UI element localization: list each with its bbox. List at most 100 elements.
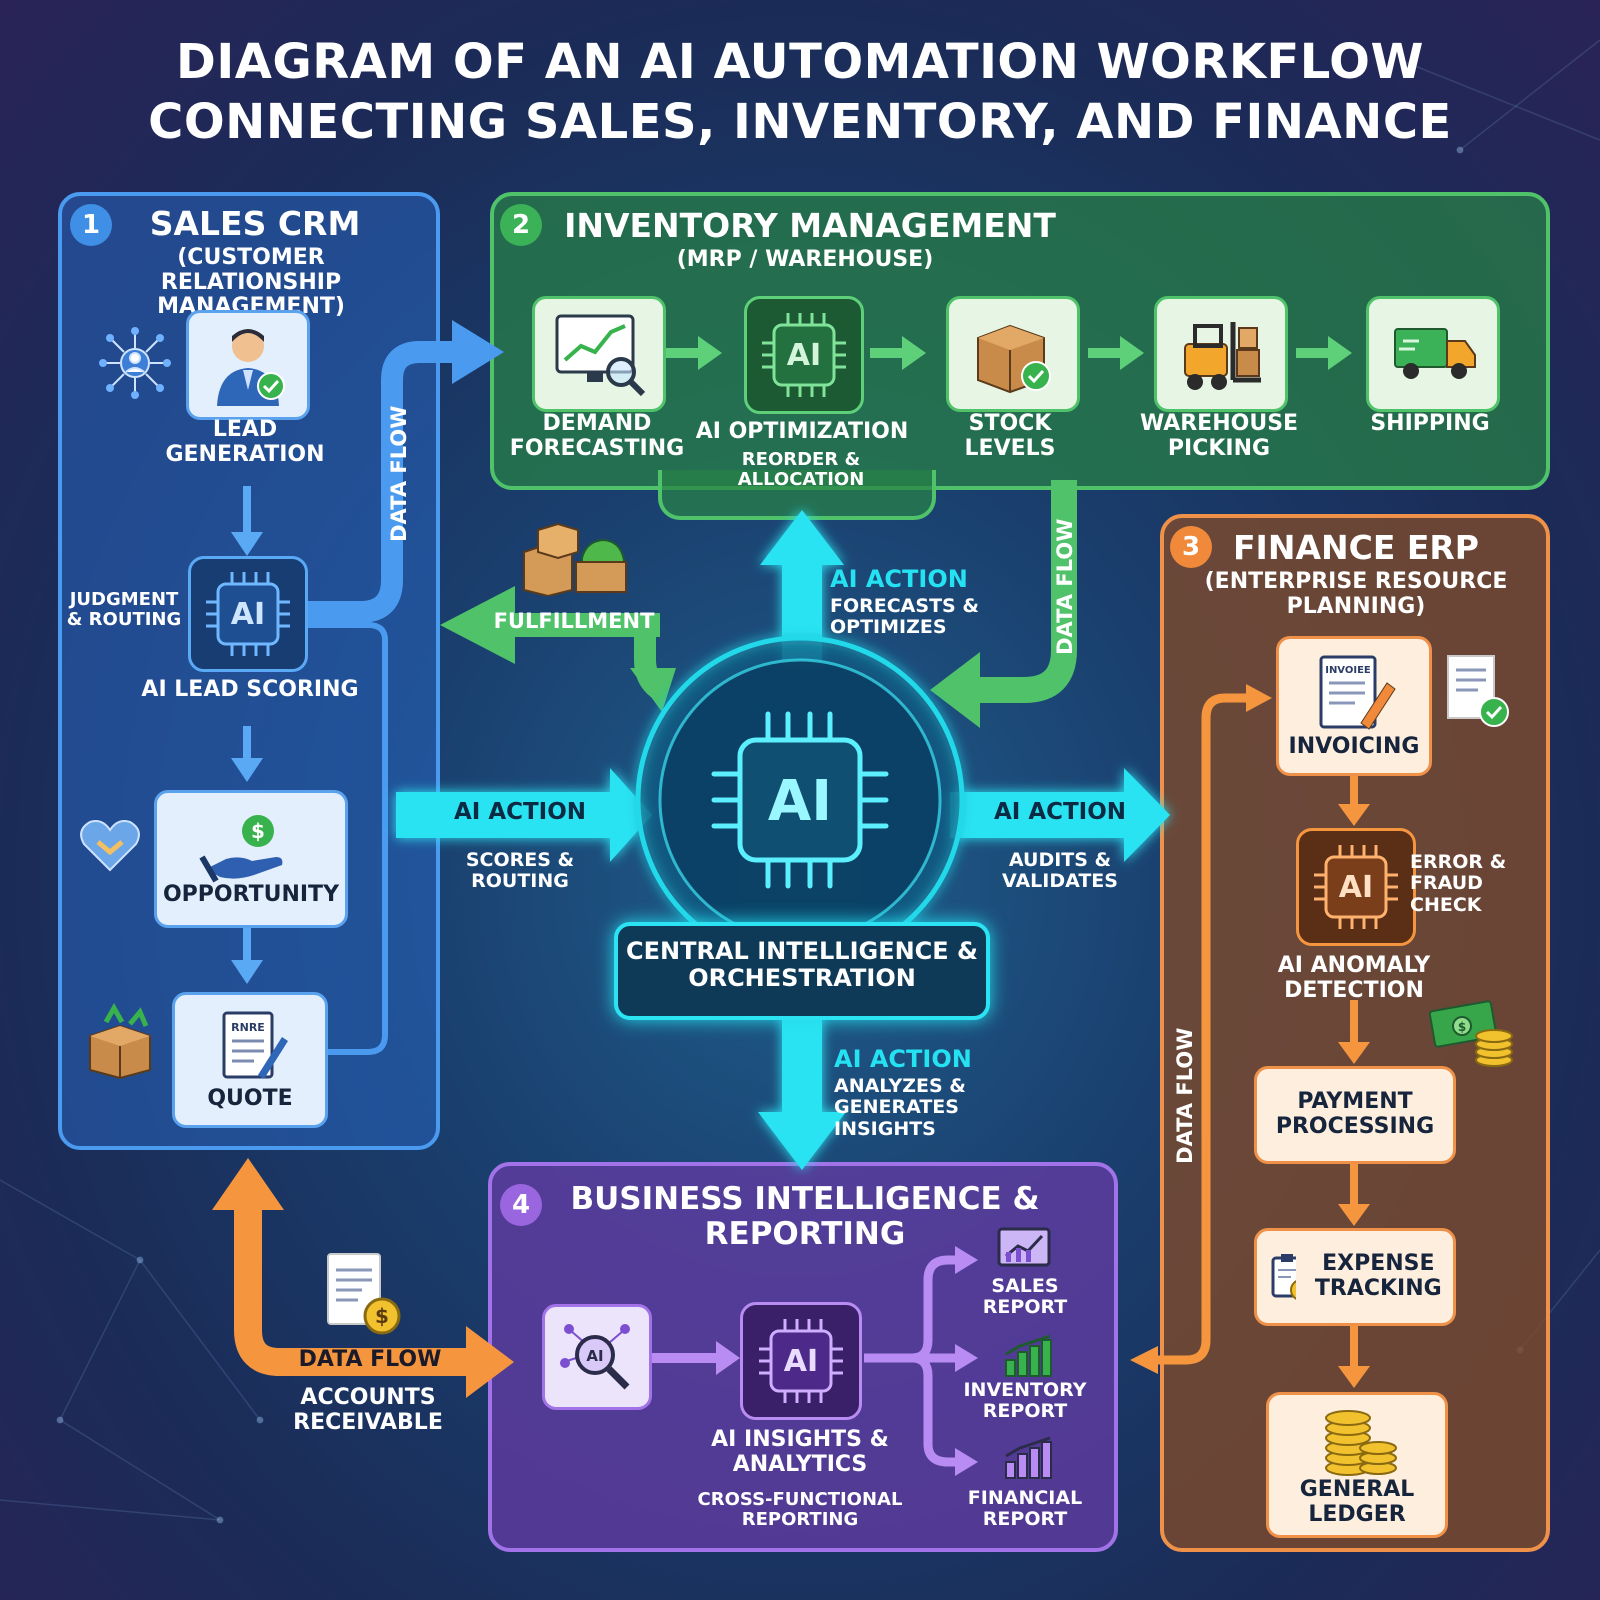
ar-data-flow-label: DATA FLOW: [298, 1347, 442, 1372]
inventory-title: INVENTORY MANAGEMENT: [564, 206, 1056, 245]
delivery-truck-icon: [1394, 328, 1476, 379]
inventory-data-flow-label: DATA FLOW: [1053, 518, 1078, 655]
lead-generation-card[interactable]: [186, 310, 310, 420]
accounts-receivable-label: ACCOUNTS RECEIVABLE: [293, 1385, 443, 1435]
finance-ai-chip: AI: [1296, 828, 1416, 946]
stock-levels-label: STOCK LEVELS: [964, 411, 1056, 461]
error-fraud-check-label: ERROR & FRAUD CHECK: [1410, 851, 1507, 916]
forecasts-optimizes-label: FORECASTS & OPTIMIZES: [830, 595, 979, 639]
diagram-title-line2: CONNECTING SALES, INVENTORY, AND FINANCE: [148, 94, 1452, 150]
box-recycle-icon: [89, 1002, 151, 1080]
opportunity-card[interactable]: $ OPPORTUNITY: [154, 790, 348, 928]
inventory-subtitle: (MRP / WAREHOUSE): [676, 247, 934, 272]
financial-report-icon: [1005, 1436, 1052, 1479]
inventory-step-number: 2: [500, 204, 542, 246]
diagram-title-line1: DIAGRAM OF AN AI AUTOMATION WORKFLOW: [176, 34, 1424, 90]
lead-generation-label: LEAD GENERATION: [165, 417, 325, 467]
ai-action-bottom-label: AI ACTION: [834, 1045, 972, 1073]
finance-title: FINANCE ERP: [1233, 528, 1479, 567]
payment-processing-card[interactable]: PAYMENT PROCESSING: [1254, 1066, 1456, 1164]
opportunity-label: OPPORTUNITY: [162, 881, 339, 907]
sales-title: SALES CRM: [149, 204, 361, 243]
general-ledger-card[interactable]: GENERAL LEDGER: [1266, 1392, 1448, 1538]
clipboard-dollar-icon: $: [1271, 1254, 1296, 1300]
inventory-report-label: INVENTORY REPORT: [963, 1379, 1087, 1423]
cash-coins-icon: $: [1428, 1000, 1513, 1067]
finance-step-number: 3: [1170, 526, 1212, 568]
bi-analysis-card[interactable]: AI: [542, 1304, 652, 1410]
demand-forecasting-card[interactable]: [532, 296, 666, 412]
ai-chip-icon: AI: [1314, 845, 1398, 929]
ai-anomaly-detection-label: AI ANOMALY DETECTION: [1277, 953, 1431, 1003]
stock-levels-card[interactable]: [946, 296, 1080, 412]
monitor-chart-icon: [555, 314, 646, 397]
ai-action-top-label: AI ACTION: [830, 565, 968, 593]
ai-action-arrows: [396, 510, 1170, 1170]
bi-ai-chip: AI: [740, 1302, 862, 1420]
expense-tracking-label: EXPENSE TRACKING: [1314, 1251, 1442, 1301]
fulfillment-label: FULFILLMENT: [493, 609, 655, 633]
inventory-step-arrows: [666, 336, 1352, 370]
warehouse-picking-card[interactable]: [1154, 296, 1288, 412]
bi-title: BUSINESS INTELLIGENCE & REPORTING: [570, 1181, 1040, 1252]
sales-step-arrows: [231, 486, 263, 984]
central-ai-chip-text: AI: [768, 769, 832, 834]
forklift-icon: [1184, 322, 1261, 390]
inventory-panel-tab: [658, 470, 936, 520]
ai-lead-scoring-label: AI LEAD SCORING: [141, 677, 359, 702]
inventory-data-flow-arrow: [975, 480, 1077, 703]
reorder-allocation-label: REORDER & ALLOCATION: [737, 449, 865, 491]
finance-data-flow-label: DATA FLOW: [1173, 1027, 1198, 1164]
finance-data-flow-arrow: [1155, 693, 1250, 1365]
sales-report-label: SALES REPORT: [982, 1275, 1068, 1319]
judgment-routing-label: JUDGMENT & ROUTING: [66, 589, 182, 631]
invoice-pen-icon: INVOIEE: [1319, 655, 1396, 730]
sales-data-flow-label: DATA FLOW: [387, 405, 412, 542]
person-check-icon: [217, 329, 285, 406]
ai-magnifier-icon: AI: [560, 1324, 630, 1390]
bi-step-number: 4: [500, 1184, 542, 1226]
sales-subtitle: (CUSTOMER RELATIONSHIP MANAGEMENT): [157, 245, 345, 320]
sales-step-number: 1: [70, 204, 112, 246]
sales-ai-chip-text: AI: [231, 597, 265, 632]
ai-action-left-label: AI ACTION: [453, 799, 587, 825]
warehouse-picking-label: WAREHOUSE PICKING: [1139, 411, 1299, 461]
finance-subtitle: (ENTERPRISE RESOURCE PLANNING): [1204, 569, 1508, 619]
quote-doc-text: RNRE: [231, 1021, 265, 1034]
general-ledger-label: GENERAL LEDGER: [1299, 1477, 1415, 1527]
box-check-icon: [977, 324, 1051, 394]
ai-optimization-label: AI OPTIMIZATION: [695, 419, 909, 444]
expense-tracking-card[interactable]: $ EXPENSE TRACKING: [1254, 1228, 1456, 1326]
finance-ai-chip-text: AI: [1339, 870, 1373, 905]
inventory-ai-chip: AI: [744, 296, 864, 414]
invoicing-label: INVOICING: [1288, 733, 1420, 759]
scores-routing-label: SCORES & ROUTING: [465, 849, 575, 893]
coin-stack-icon: [1325, 1410, 1397, 1477]
svg-text:$: $: [1458, 1020, 1466, 1034]
finance-step-arrows: [1338, 770, 1370, 1388]
central-intelligence-box: [614, 922, 990, 1020]
fulfillment-boxes-icon: [523, 522, 627, 596]
sales-report-icon: [997, 1227, 1051, 1267]
quote-card[interactable]: RNRE QUOTE: [172, 992, 328, 1128]
central-ai-chip-icon: AI: [711, 711, 889, 889]
shipping-label: SHIPPING: [1370, 411, 1490, 436]
ai-insights-label: AI INSIGHTS & ANALYTICS: [711, 1427, 889, 1477]
bi-ai-chip-text: AI: [784, 1344, 818, 1379]
inventory-ai-chip-text: AI: [787, 338, 821, 373]
money-hand-icon: $: [199, 814, 283, 883]
document-check-icon: [1447, 655, 1509, 727]
ai-chip-icon: AI: [206, 572, 290, 656]
svg-text:$: $: [251, 819, 265, 843]
bi-step-arrows: [652, 1246, 978, 1476]
invoicing-card[interactable]: INVOIEE INVOICING: [1276, 636, 1432, 776]
network-people-icon: [99, 327, 171, 399]
inventory-report-icon: [1005, 1334, 1052, 1377]
invoice-doc-text: INVOIEE: [1325, 665, 1371, 676]
payment-processing-label: PAYMENT PROCESSING: [1275, 1089, 1435, 1139]
analyzes-insights-label: ANALYZES & GENERATES INSIGHTS: [834, 1075, 966, 1140]
shipping-card[interactable]: [1366, 296, 1500, 412]
financial-report-label: FINANCIAL REPORT: [967, 1487, 1083, 1531]
